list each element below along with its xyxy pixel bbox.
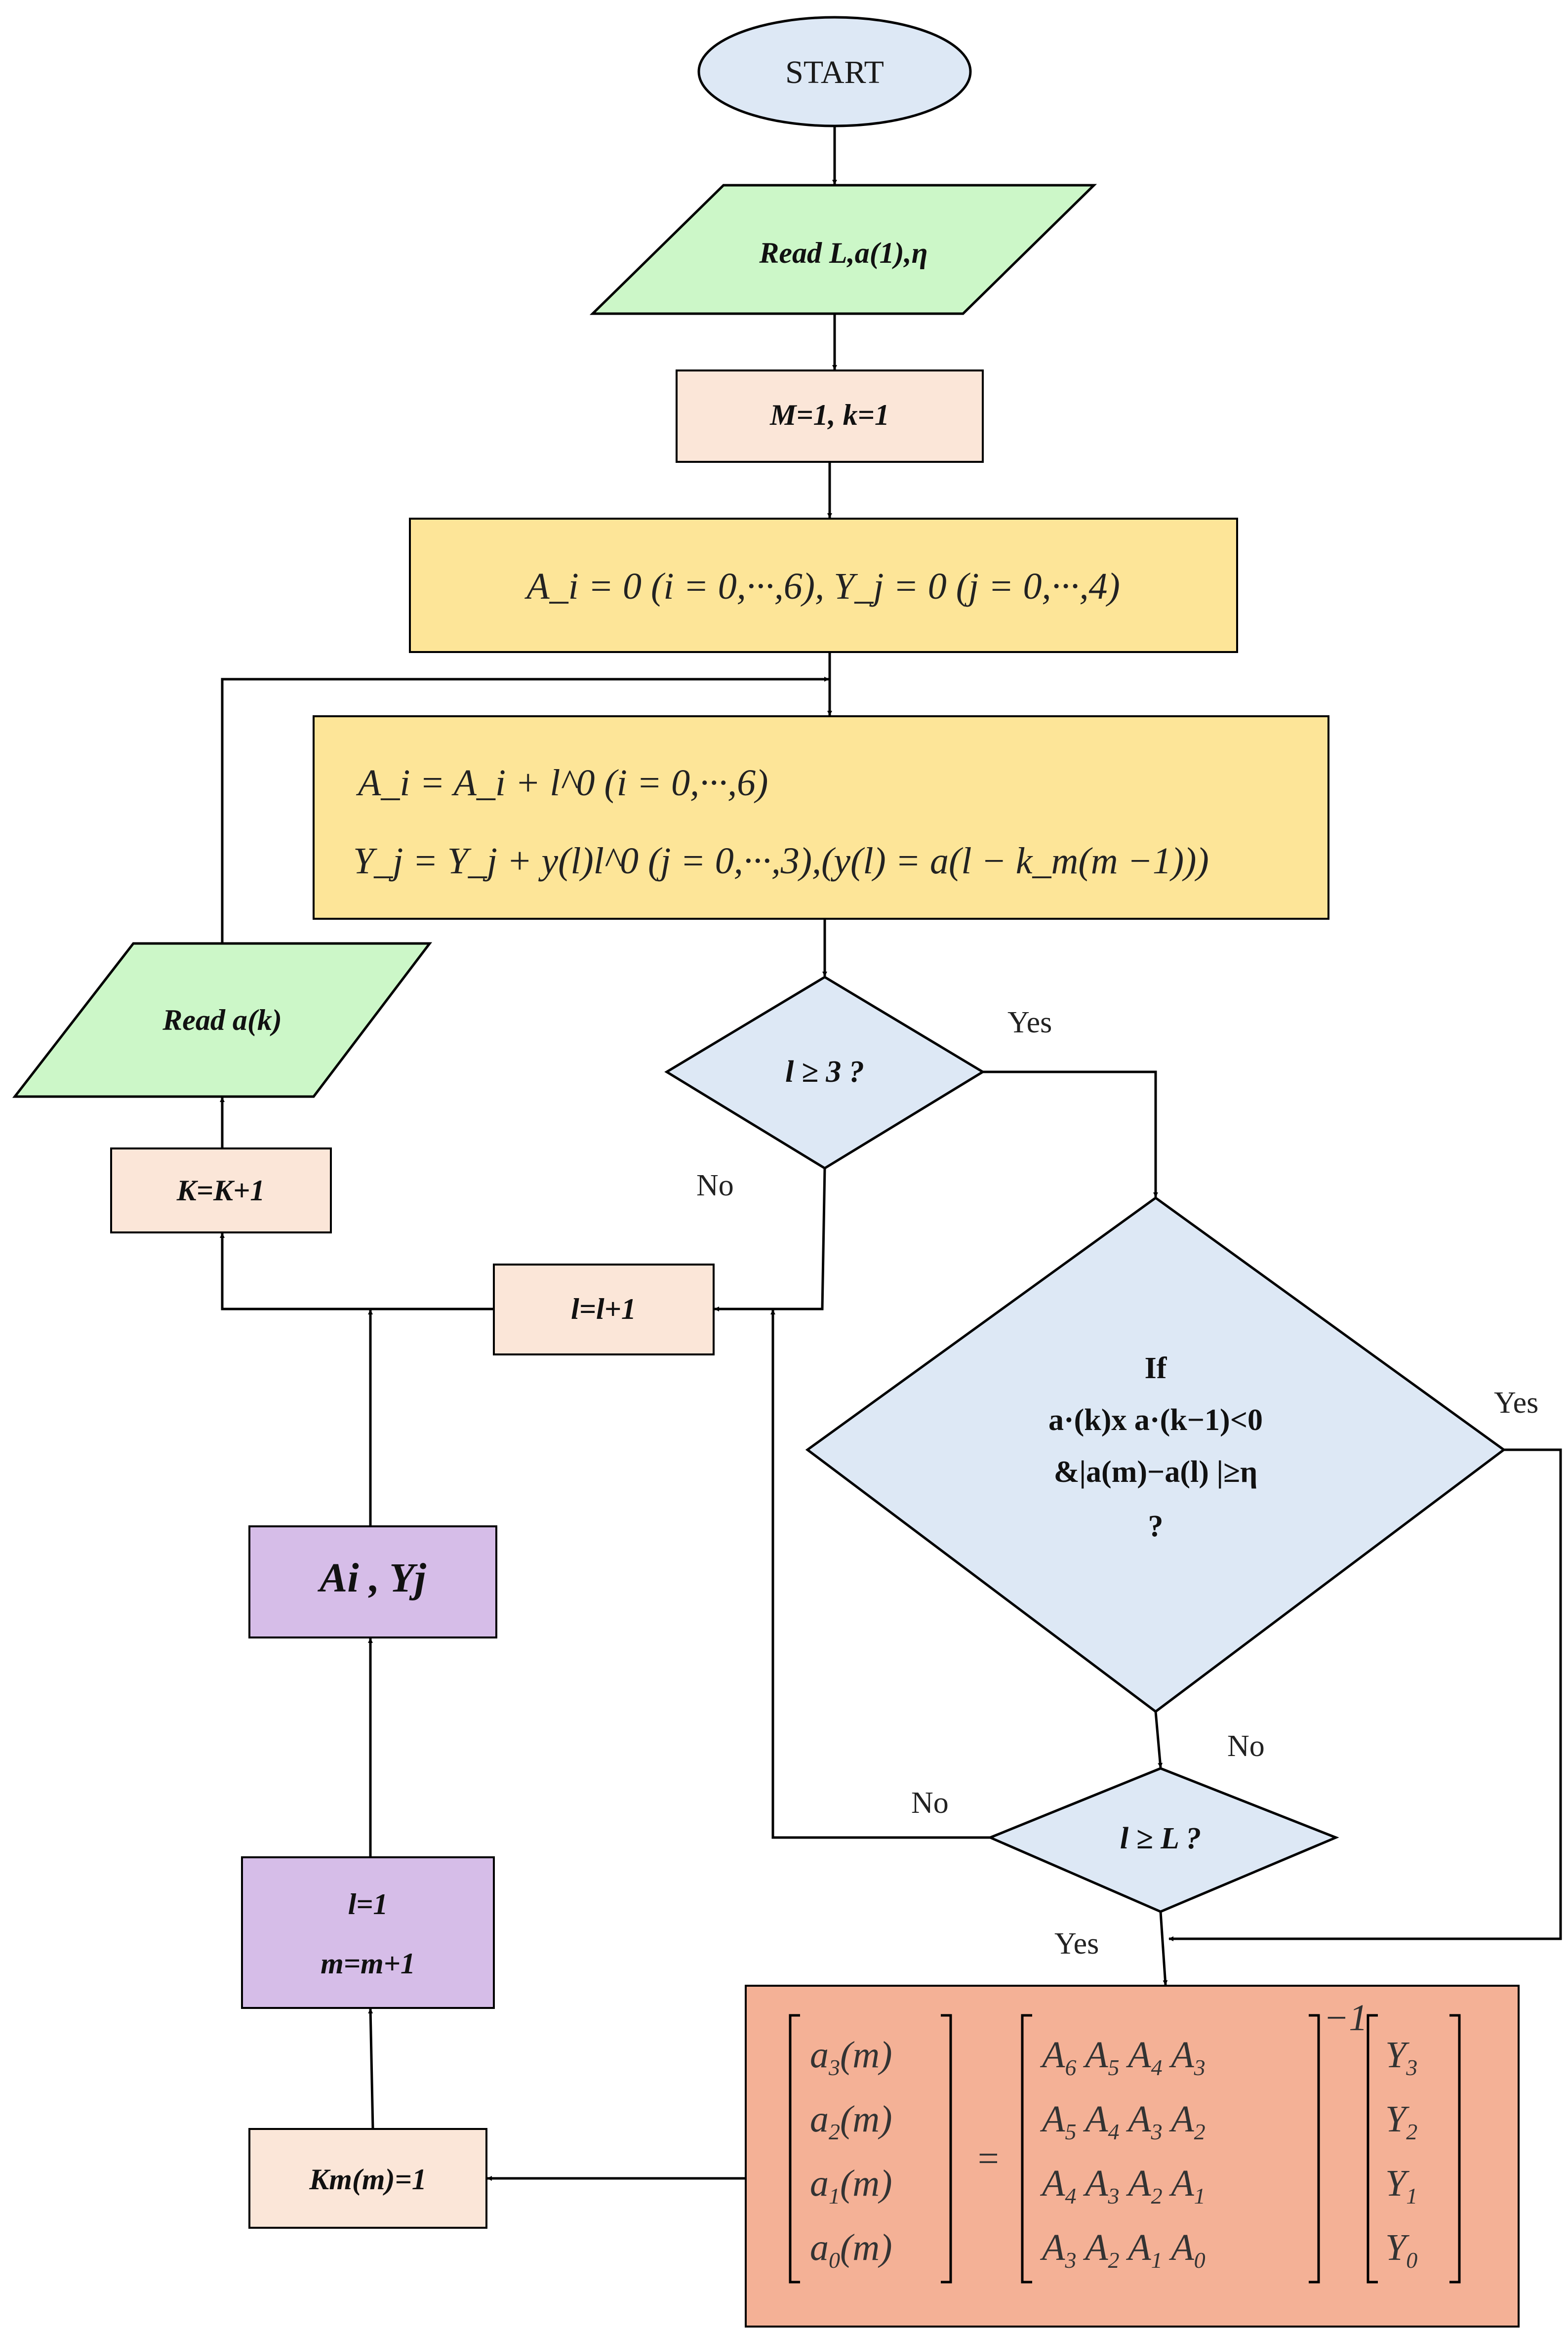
decision-l3-node: l ≥ 3 ?: [664, 976, 985, 1170]
init-sums-label: A_i = 0 (i = 0,···,6), Y_j = 0 (j = 0,··…: [524, 566, 1120, 607]
edge-label-main-yes: Yes: [1494, 1386, 1538, 1420]
decision-main-line3: &|a(m)−a(l) |≥η: [1054, 1455, 1257, 1489]
read-ak-label: Read a(k): [162, 1004, 282, 1036]
edge-km-reset: [368, 2008, 374, 2129]
edge-lL-no: [770, 1309, 990, 1839]
reset-line2: m=m+1: [321, 1947, 415, 1980]
solve-node: [a3(m); a2(m); a1(m); a0(m)] = [A6 A5 A4…: [745, 1985, 1520, 2328]
edge-l3-no: [714, 1168, 826, 1311]
km-node: Km(m)=1: [248, 2128, 487, 2229]
accumulate-y-label: Y_j = Y_j + y(l)l^0 (j = 0,···,3),(y(l) …: [353, 840, 1209, 882]
increment-k-node: K=K+1: [110, 1147, 332, 1233]
matrix-row-4: A3 A2 A1 A0: [1040, 2227, 1206, 2273]
edge-l3-yes: [983, 1070, 1158, 1197]
vector-a0: a0(m): [810, 2227, 892, 2273]
matrix-row-1: A6 A5 A4 A3: [1040, 2034, 1206, 2080]
edge-readak-loop: [221, 677, 829, 943]
init-counters-label: M=1, k=1: [769, 399, 889, 431]
output-aiyj-label: Ai , Yj: [317, 1555, 426, 1601]
reset-node: l=1 m=m+1: [241, 1856, 495, 2009]
read-input-label: Read L,a(1),η: [759, 237, 927, 269]
inverse-exponent: −1: [1324, 1997, 1367, 2039]
read-ak-node: Read a(k): [12, 942, 433, 1098]
init-sums-node: A_i = 0 (i = 0,···,6), Y_j = 0 (j = 0,··…: [409, 518, 1238, 653]
start-node: START: [697, 16, 972, 127]
decision-main-node: If a·(k)x a·(k−1)<0 &|a(m)−a(l) |≥η ?: [805, 1196, 1506, 1714]
decision-lL-label: l ≥ L ?: [1120, 1822, 1201, 1855]
vector-a2: a2(m): [810, 2098, 892, 2144]
accumulate-node: A_i = A_i + l^0 (i = 0,···,6) Y_j = Y_j …: [313, 715, 1329, 920]
decision-main-line2: a·(k)x a·(k−1)<0: [1048, 1403, 1263, 1437]
edge-label-l3-no: No: [696, 1169, 734, 1202]
edge-main-no: [1154, 1711, 1163, 1768]
increment-l-node: l=l+1: [493, 1264, 715, 1355]
accumulate-a-label: A_i = A_i + l^0 (i = 0,···,6): [356, 762, 768, 804]
km-label: Km(m)=1: [309, 2163, 427, 2196]
edge-label-l3-yes: Yes: [1007, 1006, 1052, 1039]
decision-l3-label: l ≥ 3 ?: [785, 1055, 864, 1089]
edge-incl-inck: [220, 1233, 494, 1310]
init-counters-node: M=1, k=1: [676, 369, 984, 463]
increment-k-label: K=K+1: [176, 1174, 265, 1207]
decision-lL-node: l ≥ L ?: [987, 1767, 1339, 1913]
edge-label-main-no: No: [1227, 1729, 1265, 1763]
matrix-row-3: A4 A3 A2 A1: [1040, 2163, 1206, 2208]
output-aiyj-node: Ai , Yj: [248, 1525, 497, 1638]
edge-label-lL-no: No: [911, 1786, 949, 1820]
edge-label-lL-yes: Yes: [1054, 1927, 1099, 1961]
decision-main-line4: ?: [1148, 1510, 1164, 1543]
reset-line1: l=1: [348, 1888, 388, 1921]
equals-sign: =: [975, 2138, 1001, 2179]
vector-a1: a1(m): [810, 2163, 892, 2208]
read-input-node: Read L,a(1),η: [589, 184, 1097, 315]
connectors: [220, 126, 1562, 2181]
vector-a3: a3(m): [810, 2034, 892, 2080]
increment-l-label: l=l+1: [571, 1293, 636, 1325]
matrix-row-2: A5 A4 A3 A2: [1040, 2098, 1206, 2144]
decision-main-line1: If: [1145, 1351, 1167, 1385]
edge-main-yes: [1168, 1448, 1562, 1941]
start-label: START: [785, 54, 884, 90]
edge-lL-yes: [1159, 1911, 1168, 1985]
